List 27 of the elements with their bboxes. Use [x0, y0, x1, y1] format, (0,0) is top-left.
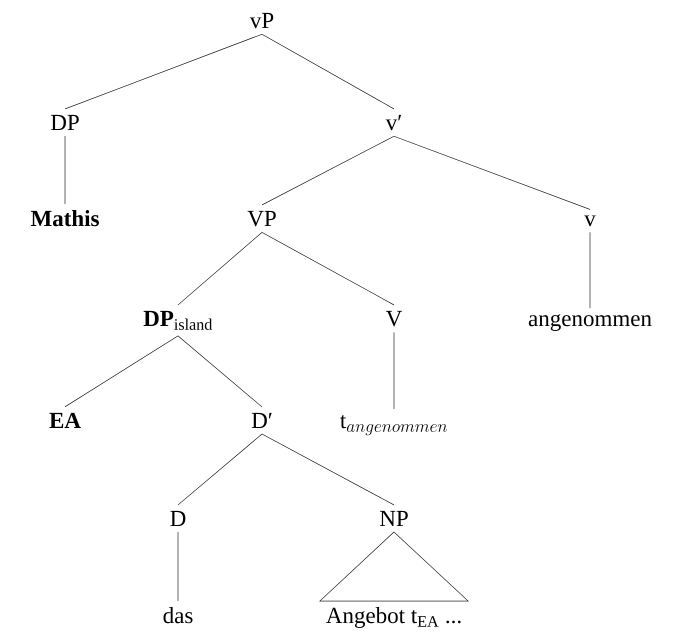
branch-line: [178, 434, 262, 506]
word: angenommen: [528, 314, 652, 331]
category-label: v′: [386, 114, 402, 130]
category-label: D: [170, 510, 186, 526]
branch-line: [262, 232, 394, 306]
category-label: D′: [252, 412, 272, 428]
phrase-label: DP$_{island}$: [144, 310, 212, 330]
trace-word: $\mathrm{t}_{angenommen}$: [340, 415, 447, 436]
branch-line: [178, 232, 262, 306]
category-label: NP: [380, 510, 408, 526]
branch-line: [262, 34, 394, 110]
branch-line: [262, 136, 394, 206]
branch-line: [394, 136, 590, 210]
category-label: vP: [250, 12, 274, 28]
bold-word: Mathis: [30, 210, 99, 226]
bold-word: EA: [49, 412, 81, 428]
category-label: V: [386, 310, 402, 326]
category-label: VP: [248, 210, 276, 226]
category-label: v: [584, 215, 596, 226]
branch-line: [178, 336, 262, 408]
branch-line: [64, 34, 262, 110]
branch-line: [64, 136, 66, 204]
branch-line: [262, 434, 394, 506]
branch-line: [64, 336, 178, 408]
category-label: DP: [50, 114, 79, 130]
word: Angebot t$_{EA}$ ...: [326, 607, 461, 628]
word: das: [164, 607, 192, 624]
